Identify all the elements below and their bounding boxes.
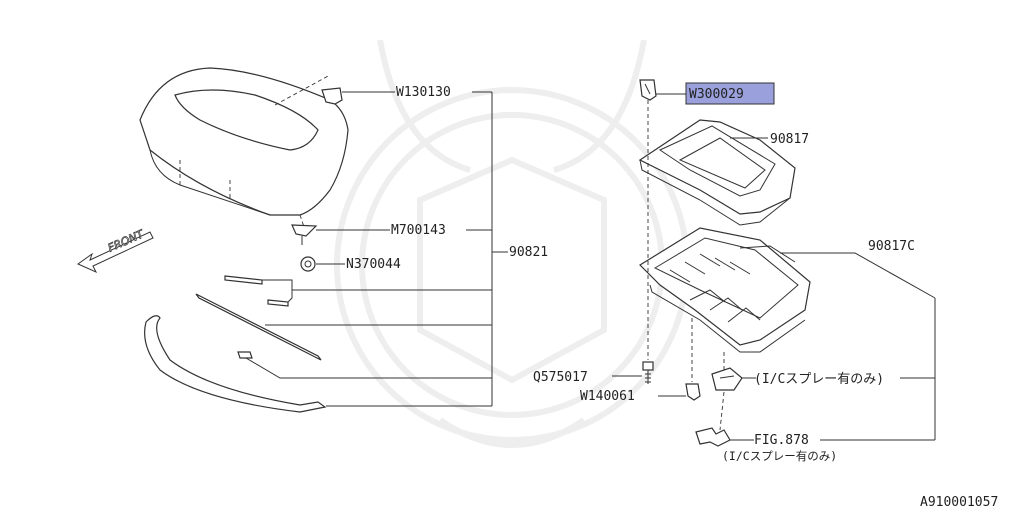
- leader-dash: [299, 214, 306, 231]
- leader-line: [262, 279, 293, 303]
- label-ic-spray-1: (I/Cスプレー有のみ): [754, 372, 884, 387]
- intercooler-duct-90817c: [639, 227, 811, 353]
- sprayer-nozzle: [695, 427, 731, 447]
- gasket: [144, 315, 327, 413]
- label-w130130: W130130: [396, 85, 451, 100]
- label-ic-spray-2: (I/Cスプレー有のみ): [722, 449, 837, 463]
- label-90817: 90817: [770, 132, 809, 147]
- fastener-m700143: [291, 224, 318, 245]
- label-n370044: N370044: [346, 257, 401, 272]
- intercooler-cover-90817: [638, 119, 796, 226]
- label-90817c: 90817C: [868, 239, 915, 254]
- plug: [237, 351, 253, 359]
- leader-dash: [274, 74, 331, 106]
- seal-strip-small: [224, 275, 289, 307]
- label-q575017: Q575017: [533, 370, 588, 385]
- label-90821: 90821: [509, 245, 548, 260]
- diagram-id: A910001057: [920, 495, 998, 510]
- watermark-emblem: [334, 39, 690, 448]
- assembly-dash: [719, 391, 725, 431]
- bolt-q575017: [642, 361, 654, 384]
- label-w140061: W140061: [580, 389, 635, 404]
- label-w300029: W300029: [689, 87, 744, 102]
- clip-w140061: [685, 383, 701, 401]
- label-fig878: FIG.878: [754, 433, 809, 448]
- leader-line: [780, 252, 936, 299]
- clip-w300029: [639, 79, 657, 101]
- rear-spoiler-part: [139, 67, 349, 216]
- nut-n370044: [300, 256, 316, 272]
- clip-w130130: [321, 87, 343, 105]
- label-m700143: M700143: [391, 223, 446, 238]
- leader-line: [245, 357, 492, 379]
- sprayer-bracket: [711, 367, 743, 391]
- front-arrow-icon: [76, 231, 154, 274]
- weatherstrip: [195, 293, 322, 361]
- highlight-w300029: [685, 82, 775, 105]
